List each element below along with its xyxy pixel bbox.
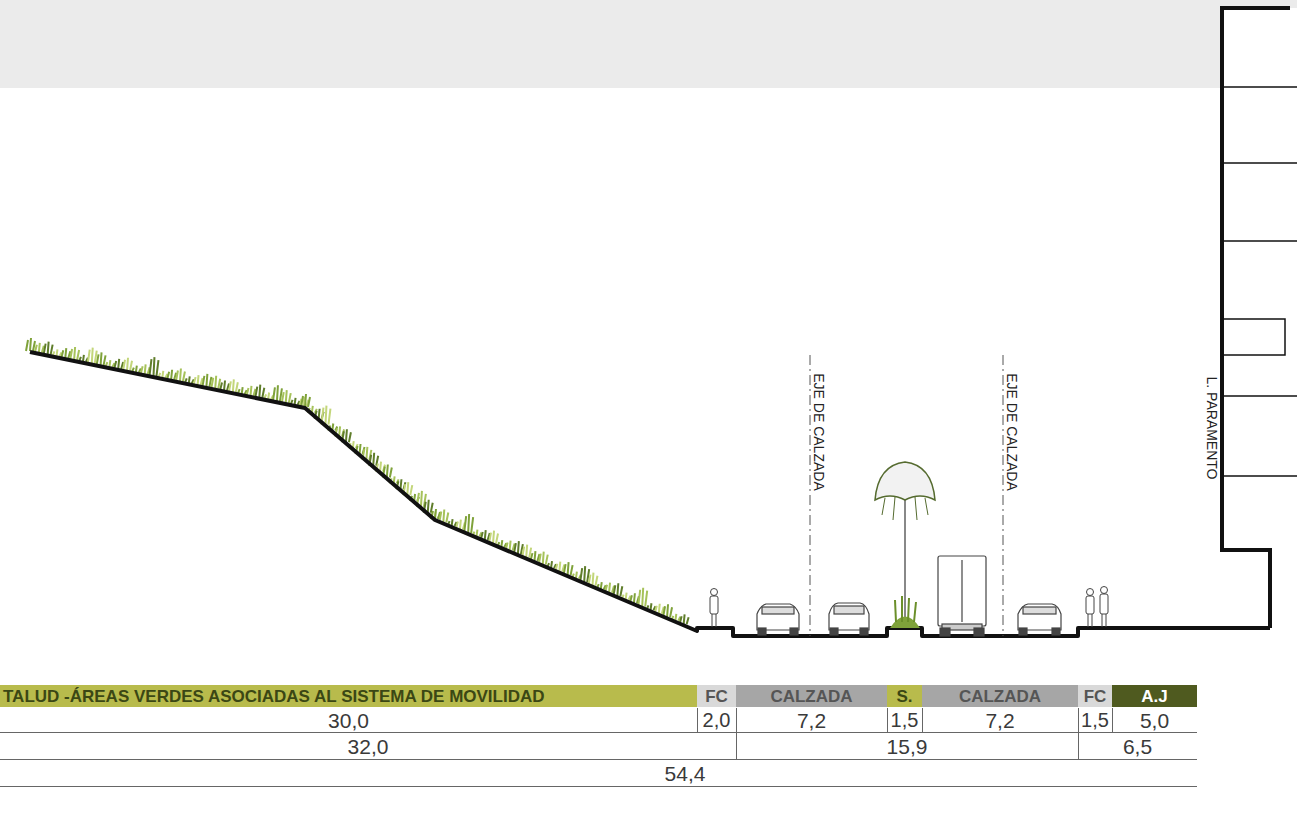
table-header-cell: CALZADA [922,685,1078,707]
dimension-cell: 54,4 [600,760,770,786]
dimension-value: 32,0 [348,736,389,757]
header-text: CALZADA [770,688,852,705]
axis-label: EJE DE CALZADA [1005,371,1019,492]
slope-vegetation [26,338,689,624]
top-band [0,0,1297,88]
grass-tuft [211,376,220,389]
dimension-value: 1,5 [1081,710,1109,730]
median-tree [875,462,935,628]
axis-line [1003,355,1004,636]
dimension-value: 15,9 [887,736,928,757]
dimension-value: 7,2 [985,710,1014,731]
grass-tuft [70,347,79,360]
dimension-cell: 30,0 [0,708,697,732]
header-text: FC [705,688,728,705]
dimension-cell: 6,5 [1078,733,1197,759]
table-header-cell: FC [1078,685,1112,707]
grass-tuft [301,394,310,407]
grass-tuft [638,588,647,607]
grass-tuft [273,385,282,401]
grass-tuft [176,369,185,382]
dimension-cell: 7,2 [736,708,887,732]
dimension-value: 5,0 [1140,710,1169,731]
header-text: TALUD -ÁREAS VERDES ASOCIADAS AL SISTEMA… [3,688,545,705]
dimension-cell: 5,0 [1112,708,1197,732]
axis-line [810,355,811,636]
building-line-label: L. PARAMENTO [1205,375,1219,482]
dimension-value: 2,0 [703,710,731,730]
dimension-value: 1,5 [891,710,919,730]
grass-tuft [282,390,291,403]
dimension-table [0,685,1197,787]
dimension-value: 30,0 [328,710,369,731]
grass-tuft [88,348,97,364]
table-header-cell: CALZADA [736,685,887,707]
grass-tuft [44,342,53,355]
grass-tuft [580,566,589,582]
dimension-value: 7,2 [797,710,826,731]
axis-label: EJE DE CALZADA [812,371,826,492]
header-text: S. [896,688,912,705]
table-header-cell: A.J [1112,685,1197,707]
header-text: A.J [1141,688,1167,705]
vehicles [757,556,1061,636]
table-header-cell: TALUD -ÁREAS VERDES ASOCIADAS AL SISTEMA… [0,685,697,707]
grass-tuft [26,338,35,351]
grass-tuft [97,352,106,365]
dimension-value: 54,4 [665,763,706,784]
ground-profile [30,352,1270,636]
table-header-cell: FC [697,685,736,707]
grass-tuft [202,374,211,387]
building [1222,8,1297,628]
dimension-cell: 7,2 [922,708,1078,732]
header-text: CALZADA [959,688,1041,705]
table-header-cell: S. [887,685,922,707]
dimension-cell: 32,0 [0,733,736,759]
header-text: FC [1084,688,1107,705]
dimension-cell: 15,9 [736,733,1078,759]
grass-tuft [255,385,264,398]
dimension-cell: 1,5 [1078,708,1112,732]
grass-tuft [123,358,132,371]
dimension-cell: 2,0 [697,708,736,732]
grass-tuft [149,357,158,376]
grass-tuft [229,379,238,392]
grass-tuft [464,514,473,533]
dimension-value: 6,5 [1123,736,1152,757]
dimension-cell: 1,5 [887,708,922,732]
